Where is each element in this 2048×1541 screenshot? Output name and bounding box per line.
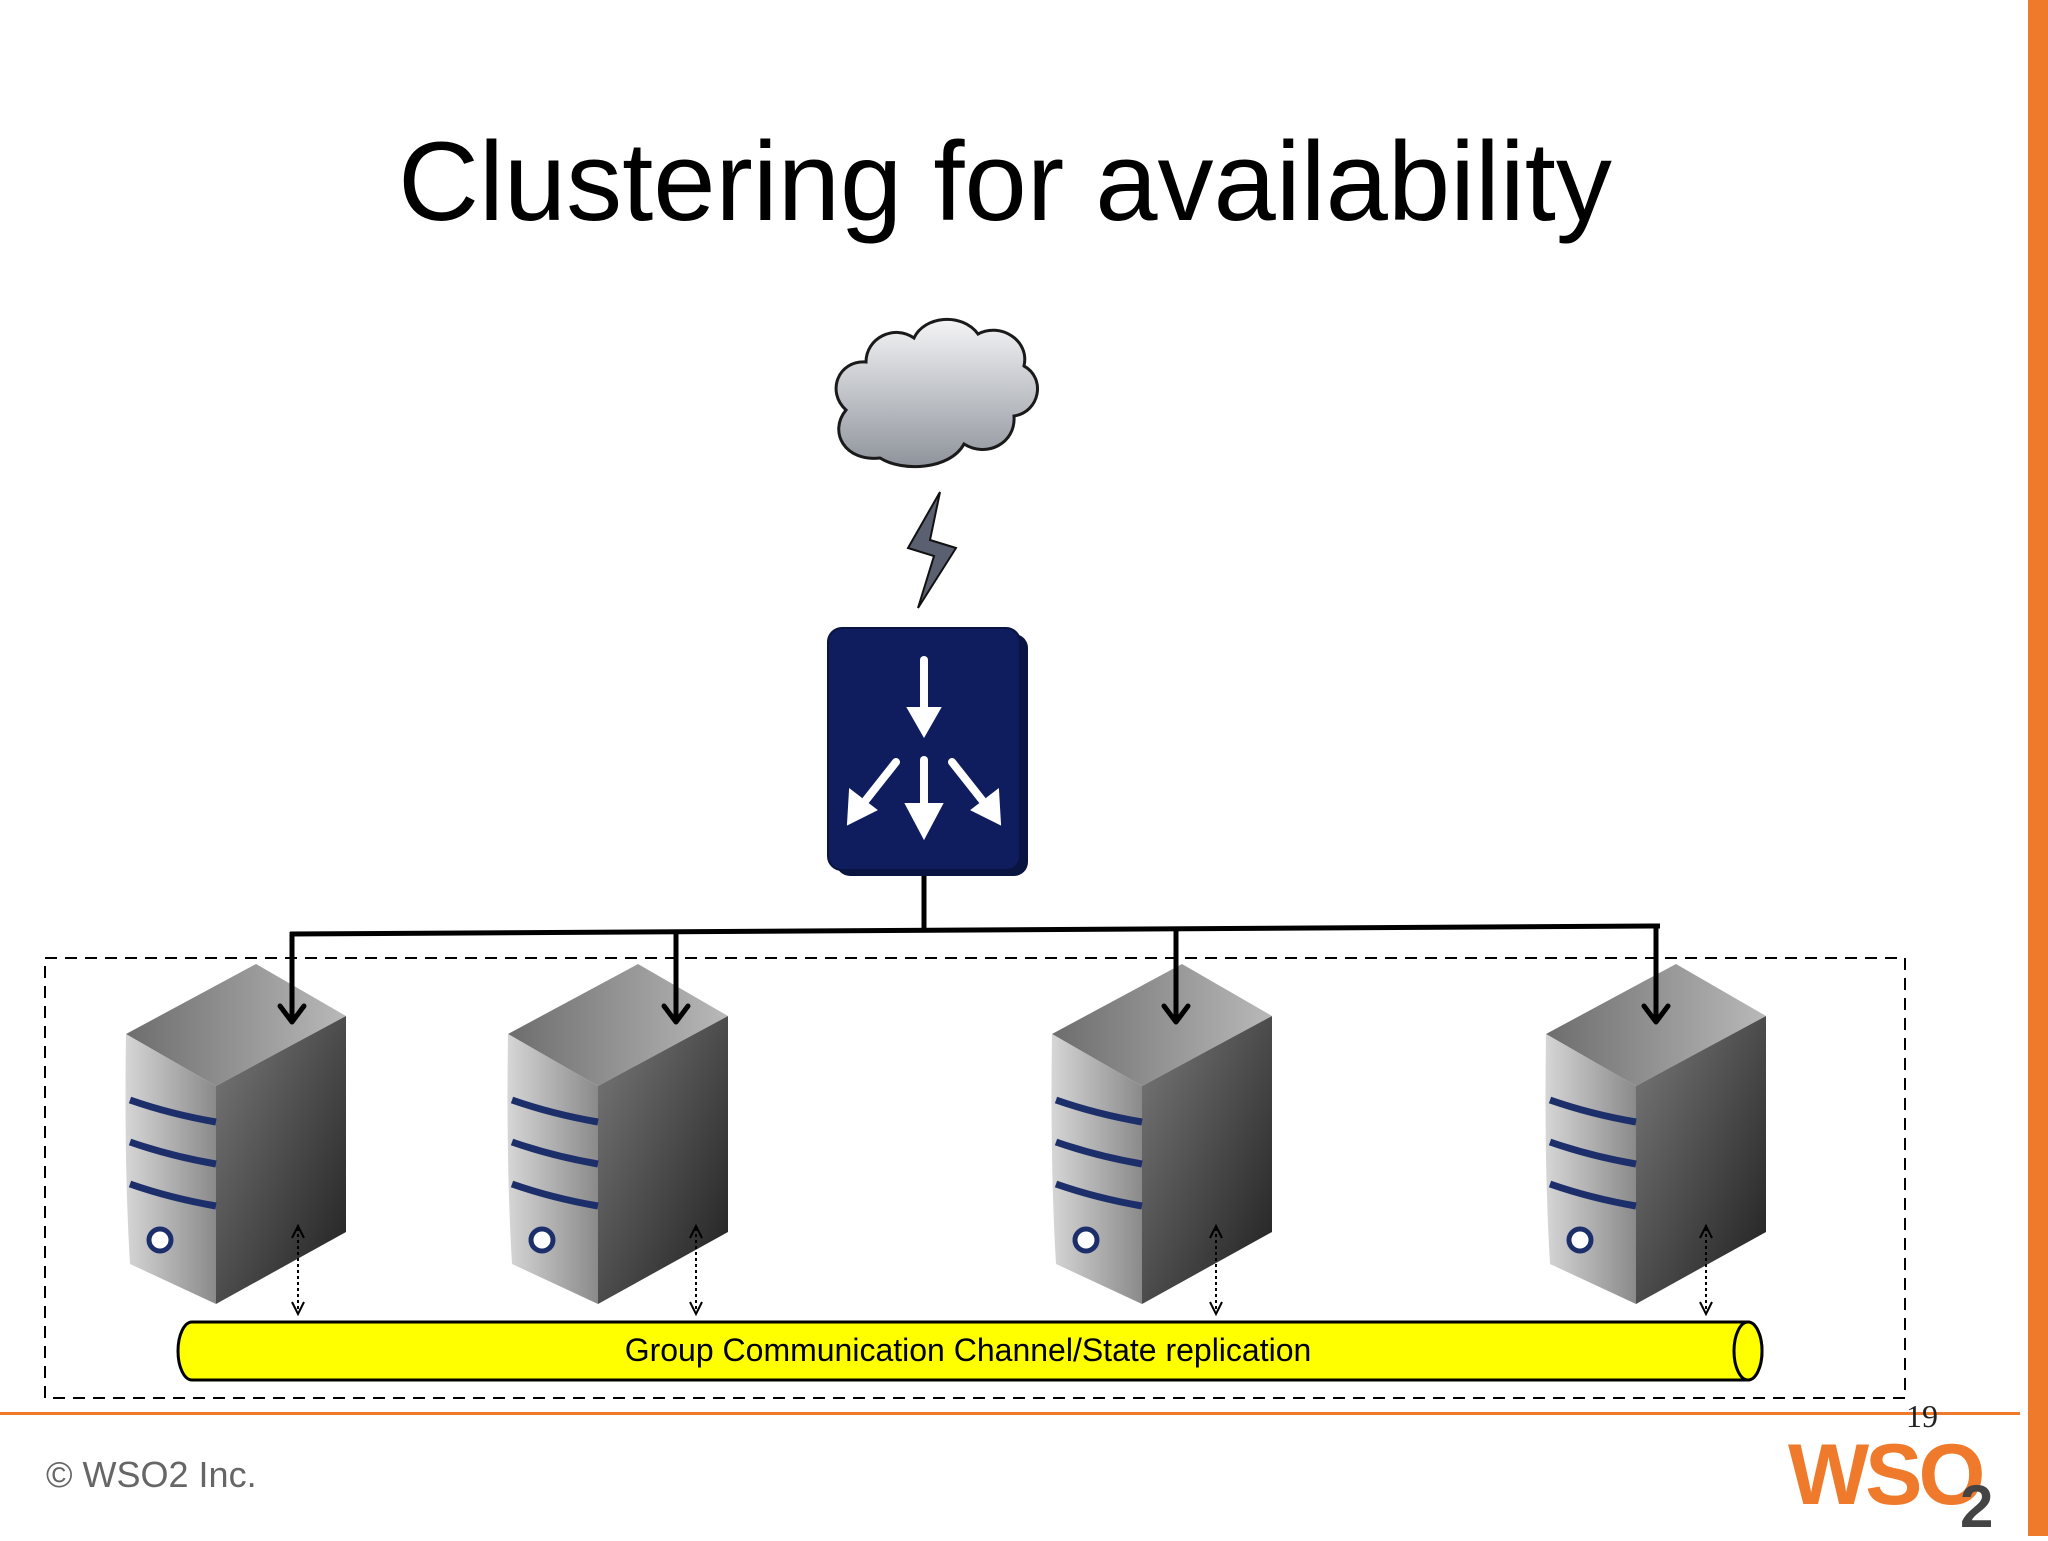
load-balancer-icon [827, 627, 1028, 876]
page-number: 19 [1906, 1398, 1938, 1434]
server-arrow [1641, 926, 1671, 1025]
lb-connector [289, 876, 1661, 937]
cluster-boundary [44, 957, 1906, 1399]
logo-two: 2 [1960, 1473, 1994, 1540]
connection-lines [277, 876, 1671, 1025]
logo-wso: WSO [1788, 1427, 1985, 1523]
server-icon [507, 964, 728, 1304]
server-icon [125, 964, 346, 1304]
server-icon [1545, 964, 1766, 1304]
replication-link [291, 1223, 305, 1317]
server-arrow [277, 932, 307, 1025]
replication-link [1209, 1223, 1223, 1317]
server-group [125, 964, 1766, 1304]
replication-link [689, 1223, 703, 1317]
server-arrow [661, 930, 691, 1025]
footer-divider [0, 1412, 2020, 1415]
server-arrow [1161, 928, 1191, 1025]
lightning-icon [906, 491, 958, 609]
server-icon [1051, 964, 1272, 1304]
cloud-icon [834, 318, 1039, 469]
accent-band [2028, 0, 2048, 1536]
slide-title: Clustering for availability [398, 119, 1612, 244]
replication-links [291, 1223, 1713, 1317]
copyright-text: © WSO2 Inc. [46, 1454, 257, 1495]
replication-channel: Group Communication Channel/State replic… [176, 1320, 1764, 1382]
channel-label: Group Communication Channel/State replic… [625, 1332, 1312, 1368]
replication-link [1699, 1223, 1713, 1317]
